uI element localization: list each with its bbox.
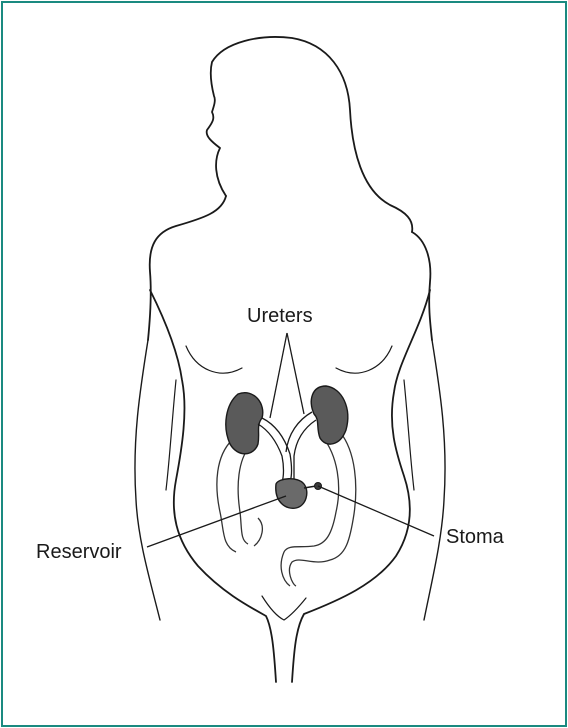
- right-arm: [424, 340, 445, 620]
- left-kidney: [226, 393, 263, 454]
- ureters-label: Ureters: [247, 306, 313, 326]
- right-arm-inner: [404, 380, 414, 490]
- left-torso: [150, 290, 276, 682]
- left-arm-inner: [166, 380, 176, 490]
- left-arm: [135, 340, 160, 620]
- colon-sigmoid: [254, 518, 262, 546]
- right-breast: [336, 346, 392, 373]
- reservoir-pouch: [276, 479, 307, 509]
- groin: [262, 596, 306, 620]
- head-outline: [207, 37, 413, 232]
- stoma-label: Stoma: [446, 527, 504, 547]
- ureter-tubes: [258, 412, 316, 482]
- ureters-leader-left: [270, 333, 287, 418]
- kidneys: [226, 386, 348, 454]
- colon-descending: [289, 432, 355, 586]
- stoma-leader: [318, 486, 434, 536]
- right-kidney: [311, 386, 347, 444]
- neck-left-shoulder: [148, 196, 226, 340]
- reservoir-label: Reservoir: [36, 542, 122, 562]
- colon: [217, 432, 356, 586]
- leader-lines: [147, 333, 434, 547]
- right-shoulder: [412, 232, 432, 340]
- colon-ascending: [217, 440, 236, 552]
- left-breast: [186, 346, 242, 373]
- ureters-leader-right: [287, 333, 304, 414]
- reservoir-leader: [147, 496, 286, 547]
